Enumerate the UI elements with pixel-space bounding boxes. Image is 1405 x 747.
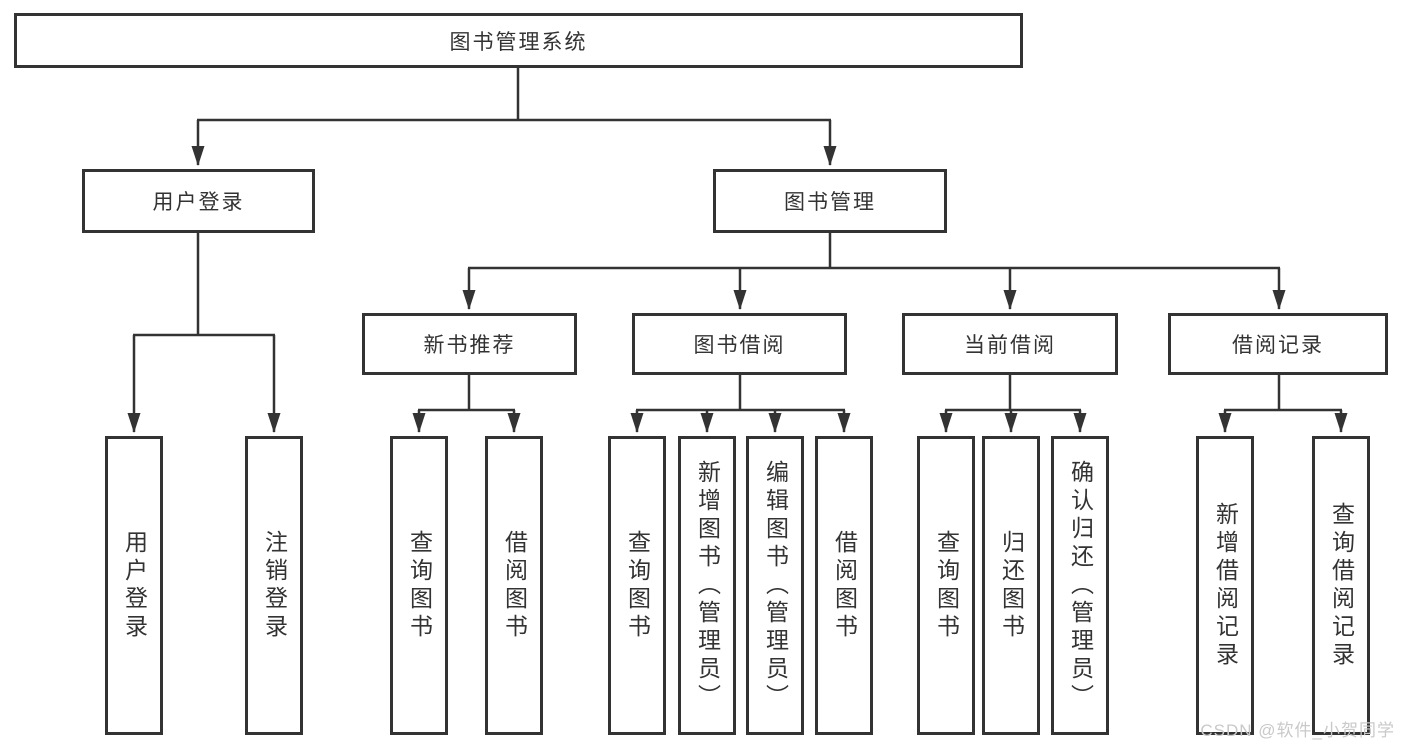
- leaf-query-books-borrowing-label: 查询图书: [624, 529, 651, 642]
- node-borrowing-records: 借阅记录: [1168, 313, 1388, 375]
- leaf-user-login: 用户登录: [105, 436, 163, 735]
- leaf-logout: 注销登录: [245, 436, 303, 735]
- node-user-login-branch: 用户登录: [82, 169, 315, 233]
- leaf-user-login-label: 用户登录: [121, 529, 148, 642]
- leaf-add-borrow-record: 新增借阅记录: [1196, 436, 1254, 735]
- node-book-management-branch: 图书管理: [713, 169, 947, 233]
- leaf-confirm-return-admin-label: 确认归还（管理员）: [1067, 459, 1094, 712]
- leaf-confirm-return-admin: 确认归还（管理员）: [1051, 436, 1109, 735]
- leaf-query-books-recommend: 查询图书: [390, 436, 448, 735]
- leaf-logout-label: 注销登录: [261, 529, 288, 642]
- leaf-return-book-label: 归还图书: [998, 529, 1025, 642]
- leaf-borrow-books-borrowing: 借阅图书: [815, 436, 873, 735]
- leaf-edit-book-admin: 编辑图书（管理员）: [746, 436, 804, 735]
- leaf-query-borrow-record: 查询借阅记录: [1312, 436, 1370, 735]
- csdn-watermark: CSDN @软件_小贺同学: [1200, 721, 1395, 740]
- leaf-query-borrow-record-label: 查询借阅记录: [1328, 501, 1355, 670]
- leaf-query-books-recommend-label: 查询图书: [406, 529, 433, 642]
- leaf-add-book-admin: 新增图书（管理员）: [678, 436, 736, 735]
- leaf-add-borrow-record-label: 新增借阅记录: [1212, 501, 1239, 670]
- node-book-borrowing: 图书借阅: [632, 313, 847, 375]
- leaf-borrow-books-borrowing-label: 借阅图书: [831, 529, 858, 642]
- node-new-book-recommendation: 新书推荐: [362, 313, 577, 375]
- leaf-edit-book-admin-label: 编辑图书（管理员）: [762, 459, 789, 712]
- leaf-borrow-books-recommend: 借阅图书: [485, 436, 543, 735]
- leaf-return-book: 归还图书: [982, 436, 1040, 735]
- node-current-borrowing: 当前借阅: [902, 313, 1118, 375]
- leaf-borrow-books-recommend-label: 借阅图书: [501, 529, 528, 642]
- leaf-add-book-admin-label: 新增图书（管理员）: [694, 459, 721, 712]
- leaf-query-books-borrowing: 查询图书: [608, 436, 666, 735]
- node-library-management-system: 图书管理系统: [14, 13, 1023, 68]
- leaf-query-books-current: 查询图书: [917, 436, 975, 735]
- leaf-query-books-current-label: 查询图书: [933, 529, 960, 642]
